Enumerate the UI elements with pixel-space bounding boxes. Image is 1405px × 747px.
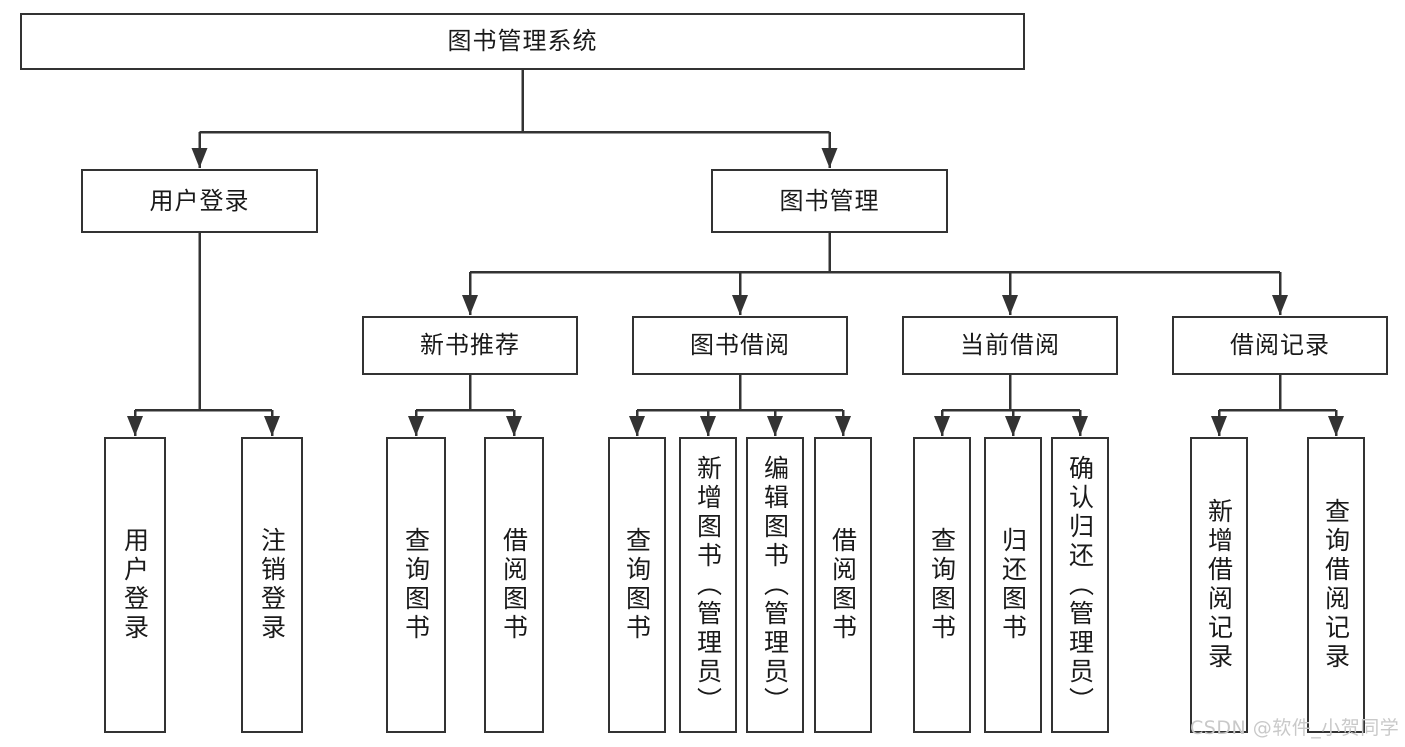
node-leaf-query-book-2[interactable]: 查询图书 <box>608 437 666 733</box>
arrowhead-icon <box>462 295 478 315</box>
arrowhead-icon <box>732 295 748 315</box>
arrowhead-icon <box>1002 295 1018 315</box>
node-label: 借阅图书 <box>499 527 529 643</box>
arrowhead-icon <box>1211 416 1227 436</box>
node-label: 查询图书 <box>401 527 431 643</box>
arrowhead-icon <box>127 416 143 436</box>
arrowhead-icon <box>506 416 522 436</box>
arrowhead-icon <box>767 416 783 436</box>
node-leaf-user-login[interactable]: 用户登录 <box>104 437 166 733</box>
node-leaf-add-book[interactable]: 新增图书（管理员） <box>679 437 737 733</box>
arrowhead-icon <box>1072 416 1088 436</box>
node-label: 借阅图书 <box>828 527 858 643</box>
arrowhead-icon <box>408 416 424 436</box>
node-label: 用户登录 <box>149 186 250 215</box>
csdn-watermark: CSDN @软件_小贺同学 <box>1190 717 1400 739</box>
node-label: 图书管理 <box>779 186 880 215</box>
node-borrow-record[interactable]: 借阅记录 <box>1172 316 1388 375</box>
node-leaf-query-book-1[interactable]: 查询图书 <box>386 437 446 733</box>
node-label: 查询借阅记录 <box>1321 498 1351 672</box>
node-label: 新增图书（管理员） <box>693 454 723 716</box>
node-label: 新增借阅记录 <box>1204 498 1234 672</box>
node-label: 用户登录 <box>120 527 150 643</box>
arrowhead-icon <box>835 416 851 436</box>
node-label: 借阅记录 <box>1230 331 1330 360</box>
node-new-book-rec[interactable]: 新书推荐 <box>362 316 578 375</box>
arrowhead-icon <box>1005 416 1021 436</box>
node-leaf-add-record[interactable]: 新增借阅记录 <box>1190 437 1248 733</box>
node-user-login[interactable]: 用户登录 <box>81 169 318 233</box>
node-root[interactable]: 图书管理系统 <box>20 13 1025 70</box>
arrowhead-icon <box>264 416 280 436</box>
node-leaf-borrow-book-2[interactable]: 借阅图书 <box>814 437 872 733</box>
node-label: 当前借阅 <box>960 331 1060 360</box>
node-label: 查询图书 <box>622 527 652 643</box>
arrowhead-icon <box>191 148 208 168</box>
arrowhead-icon <box>1328 416 1344 436</box>
node-label: 归还图书 <box>998 527 1028 643</box>
node-leaf-borrow-book-1[interactable]: 借阅图书 <box>484 437 544 733</box>
node-label: 图书借阅 <box>690 331 790 360</box>
node-leaf-return-book[interactable]: 归还图书 <box>984 437 1042 733</box>
node-leaf-query-record[interactable]: 查询借阅记录 <box>1307 437 1365 733</box>
node-label: 编辑图书（管理员） <box>760 454 790 716</box>
arrowhead-icon <box>629 416 645 436</box>
node-label: 确认归还（管理员） <box>1065 454 1095 716</box>
arrowhead-icon <box>821 148 838 168</box>
arrowhead-icon <box>1272 295 1288 315</box>
node-label: 注销登录 <box>257 527 287 643</box>
node-label: 图书管理系统 <box>447 27 598 56</box>
node-leaf-query-book-3[interactable]: 查询图书 <box>913 437 971 733</box>
node-leaf-edit-book[interactable]: 编辑图书（管理员） <box>746 437 804 733</box>
node-current-borrow[interactable]: 当前借阅 <box>902 316 1118 375</box>
node-book-manage[interactable]: 图书管理 <box>711 169 948 233</box>
arrowhead-icon <box>934 416 950 436</box>
node-leaf-confirm-return[interactable]: 确认归还（管理员） <box>1051 437 1109 733</box>
arrowhead-icon <box>700 416 716 436</box>
node-label: 查询图书 <box>927 527 957 643</box>
node-book-borrow[interactable]: 图书借阅 <box>632 316 848 375</box>
node-leaf-logout[interactable]: 注销登录 <box>241 437 303 733</box>
node-label: 新书推荐 <box>420 331 520 360</box>
